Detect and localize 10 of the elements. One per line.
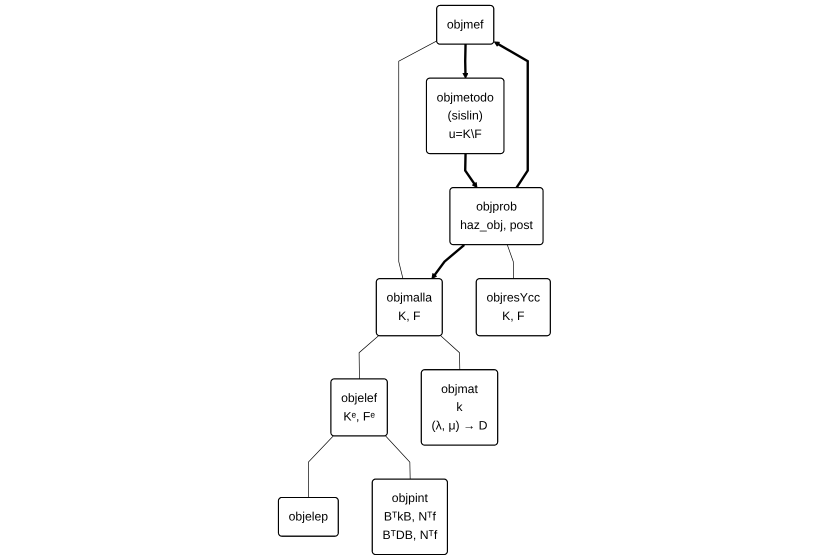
arrow: [432, 244, 466, 280]
connector: [358, 335, 379, 380]
connector: [507, 244, 514, 280]
arrow: [464, 154, 478, 188]
connector: [440, 335, 460, 370]
connector: [308, 436, 334, 498]
arrow: [494, 41, 530, 189]
connector: [385, 436, 411, 480]
connector: [398, 40, 438, 280]
arrow: [462, 44, 469, 79]
